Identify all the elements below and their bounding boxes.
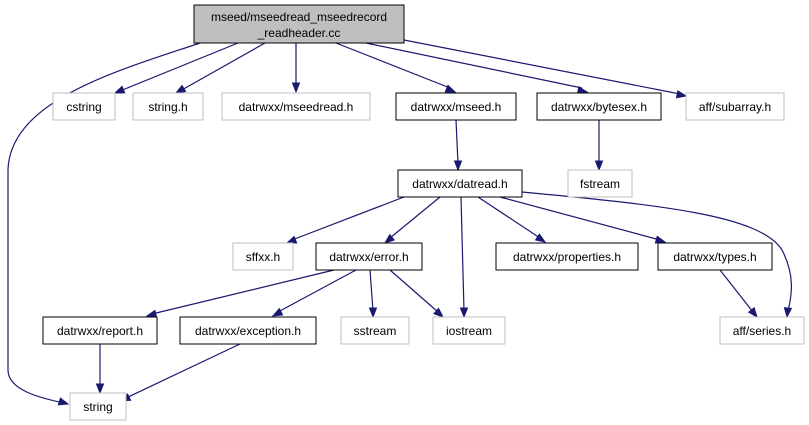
edge-datrwxx-datread-h-to-iostream	[459, 196, 469, 319]
node-datrwxx-error-h-label: datrwxx/error.h	[329, 250, 408, 264]
edge-root-to-string-h	[174, 42, 266, 94]
edge-datrwxx-error-h-to-datrwxx-report-h	[145, 269, 335, 318]
edge-datrwxx-error-h-to-sstream	[368, 269, 378, 319]
node-sstream-label: sstream	[354, 324, 397, 338]
node-datrwxx-datread-h-label: datrwxx/datread.h	[412, 177, 507, 191]
edge-datrwxx-datread-h-to-datrwxx-error-h	[383, 196, 441, 244]
node-iostream[interactable]: iostream	[432, 316, 506, 345]
edge-datrwxx-datread-h-to-sffxx-h	[285, 196, 405, 244]
edge-root-to-datrwxx-mseedread-h	[291, 43, 301, 94]
node-string-label: string	[83, 400, 112, 414]
node-fstream[interactable]: fstream	[567, 169, 633, 198]
node-aff-series-h[interactable]: aff/series.h	[719, 316, 805, 345]
node-datrwxx-bytesex-h-label: datrwxx/bytesex.h	[551, 100, 647, 114]
node-datrwxx-properties-h[interactable]: datrwxx/properties.h	[495, 242, 639, 271]
edge-datrwxx-bytesex-h-to-fstream	[594, 120, 604, 172]
node-string-h[interactable]: string.h	[132, 92, 204, 121]
edge-datrwxx-report-h-to-string	[95, 344, 105, 395]
node-datrwxx-mseed-h-label: datrwxx/mseed.h	[411, 100, 502, 114]
node-aff-series-h-label: aff/series.h	[733, 324, 791, 338]
node-sffxx-h-label: sffxx.h	[246, 250, 280, 264]
node-datrwxx-error-h[interactable]: datrwxx/error.h	[315, 242, 423, 271]
node-datrwxx-types-h[interactable]: datrwxx/types.h	[657, 242, 773, 271]
edge-datrwxx-error-h-to-datrwxx-exception-h	[271, 269, 357, 317]
node-cstring[interactable]: cstring	[52, 92, 116, 121]
node-iostream-label: iostream	[446, 324, 492, 338]
edge-datrwxx-datread-h-to-datrwxx-properties-h	[477, 196, 547, 243]
node-aff-subarray-h-label: aff/subarray.h	[699, 100, 771, 114]
node-root-label-line1: mseed/mseedread_mseedrecord	[211, 10, 387, 24]
node-datrwxx-mseedread-h[interactable]: datrwxx/mseedread.h	[221, 92, 371, 121]
edge-root-to-string	[7, 42, 201, 406]
node-datrwxx-datread-h[interactable]: datrwxx/datread.h	[397, 169, 523, 198]
node-datrwxx-report-h[interactable]: datrwxx/report.h	[42, 316, 158, 345]
node-datrwxx-report-h-label: datrwxx/report.h	[57, 324, 143, 338]
node-datrwxx-exception-h[interactable]: datrwxx/exception.h	[179, 316, 317, 345]
node-datrwxx-mseedread-h-label: datrwxx/mseedread.h	[239, 100, 354, 114]
edge-root-to-aff-subarray-h	[403, 39, 688, 99]
node-datrwxx-mseed-h[interactable]: datrwxx/mseed.h	[395, 92, 517, 121]
node-string[interactable]: string	[69, 392, 127, 421]
edges	[7, 39, 793, 406]
edge-datrwxx-types-h-to-aff-series-h	[719, 269, 758, 319]
node-root[interactable]: mseed/mseedread_mseedrecord _readheader.…	[193, 4, 405, 44]
node-datrwxx-exception-h-label: datrwxx/exception.h	[195, 324, 301, 338]
node-cstring-label: cstring	[66, 100, 101, 114]
edge-datrwxx-mseed-h-to-datrwxx-datread-h	[453, 119, 463, 172]
node-sstream[interactable]: sstream	[340, 316, 410, 345]
node-sffxx-h[interactable]: sffxx.h	[232, 242, 294, 271]
edge-root-to-datrwxx-mseed-h	[335, 42, 457, 93]
node-datrwxx-bytesex-h[interactable]: datrwxx/bytesex.h	[536, 92, 662, 121]
node-root-label-line2: _readheader.cc	[257, 26, 341, 40]
node-string-h-label: string.h	[148, 100, 187, 114]
edge-datrwxx-datread-h-to-aff-series-h	[521, 191, 793, 319]
node-aff-subarray-h[interactable]: aff/subarray.h	[685, 92, 785, 121]
edge-datrwxx-error-h-to-iostream	[389, 269, 445, 318]
edge-datrwxx-exception-h-to-string	[119, 343, 241, 402]
node-datrwxx-properties-h-label: datrwxx/properties.h	[513, 250, 621, 264]
node-datrwxx-types-h-label: datrwxx/types.h	[673, 250, 756, 264]
node-fstream-label: fstream	[580, 177, 620, 191]
edge-root-to-datrwxx-bytesex-h	[365, 42, 589, 95]
edge-root-to-cstring	[113, 42, 239, 94]
